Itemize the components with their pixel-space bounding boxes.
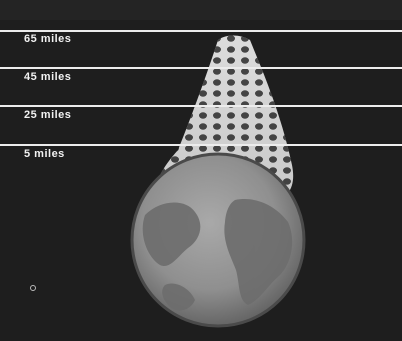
altitude-label-25: 25 miles: [24, 109, 71, 121]
altitude-label-65: 65 miles: [24, 33, 71, 45]
altitude-label-45: 45 miles: [24, 71, 71, 83]
altitude-line-25: [0, 105, 402, 107]
altitude-line-65: [0, 30, 402, 32]
altitude-line-5: [0, 144, 402, 146]
altitude-line-45: [0, 67, 402, 69]
altitude-label-5: 5 miles: [24, 148, 65, 160]
